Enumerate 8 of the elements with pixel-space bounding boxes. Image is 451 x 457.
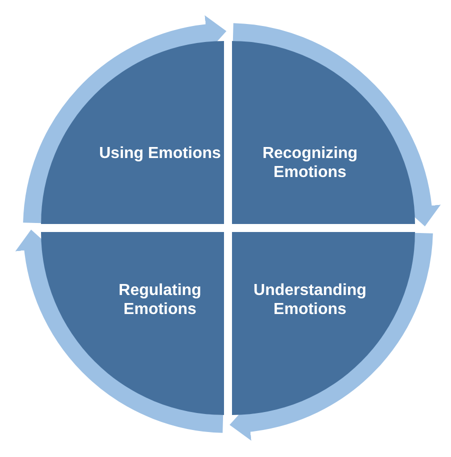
quadrant-label: Regulating Emotions (118, 281, 202, 319)
quadrant-label: Using Emotions (98, 144, 222, 163)
curved-arrow (232, 23, 441, 226)
quadrant-label: Understanding Emotions (252, 281, 368, 319)
curved-arrow (23, 15, 226, 224)
quadrant-label: Recognizing Emotions (261, 144, 359, 182)
curved-arrow (15, 230, 224, 433)
curved-arrow (230, 232, 433, 441)
